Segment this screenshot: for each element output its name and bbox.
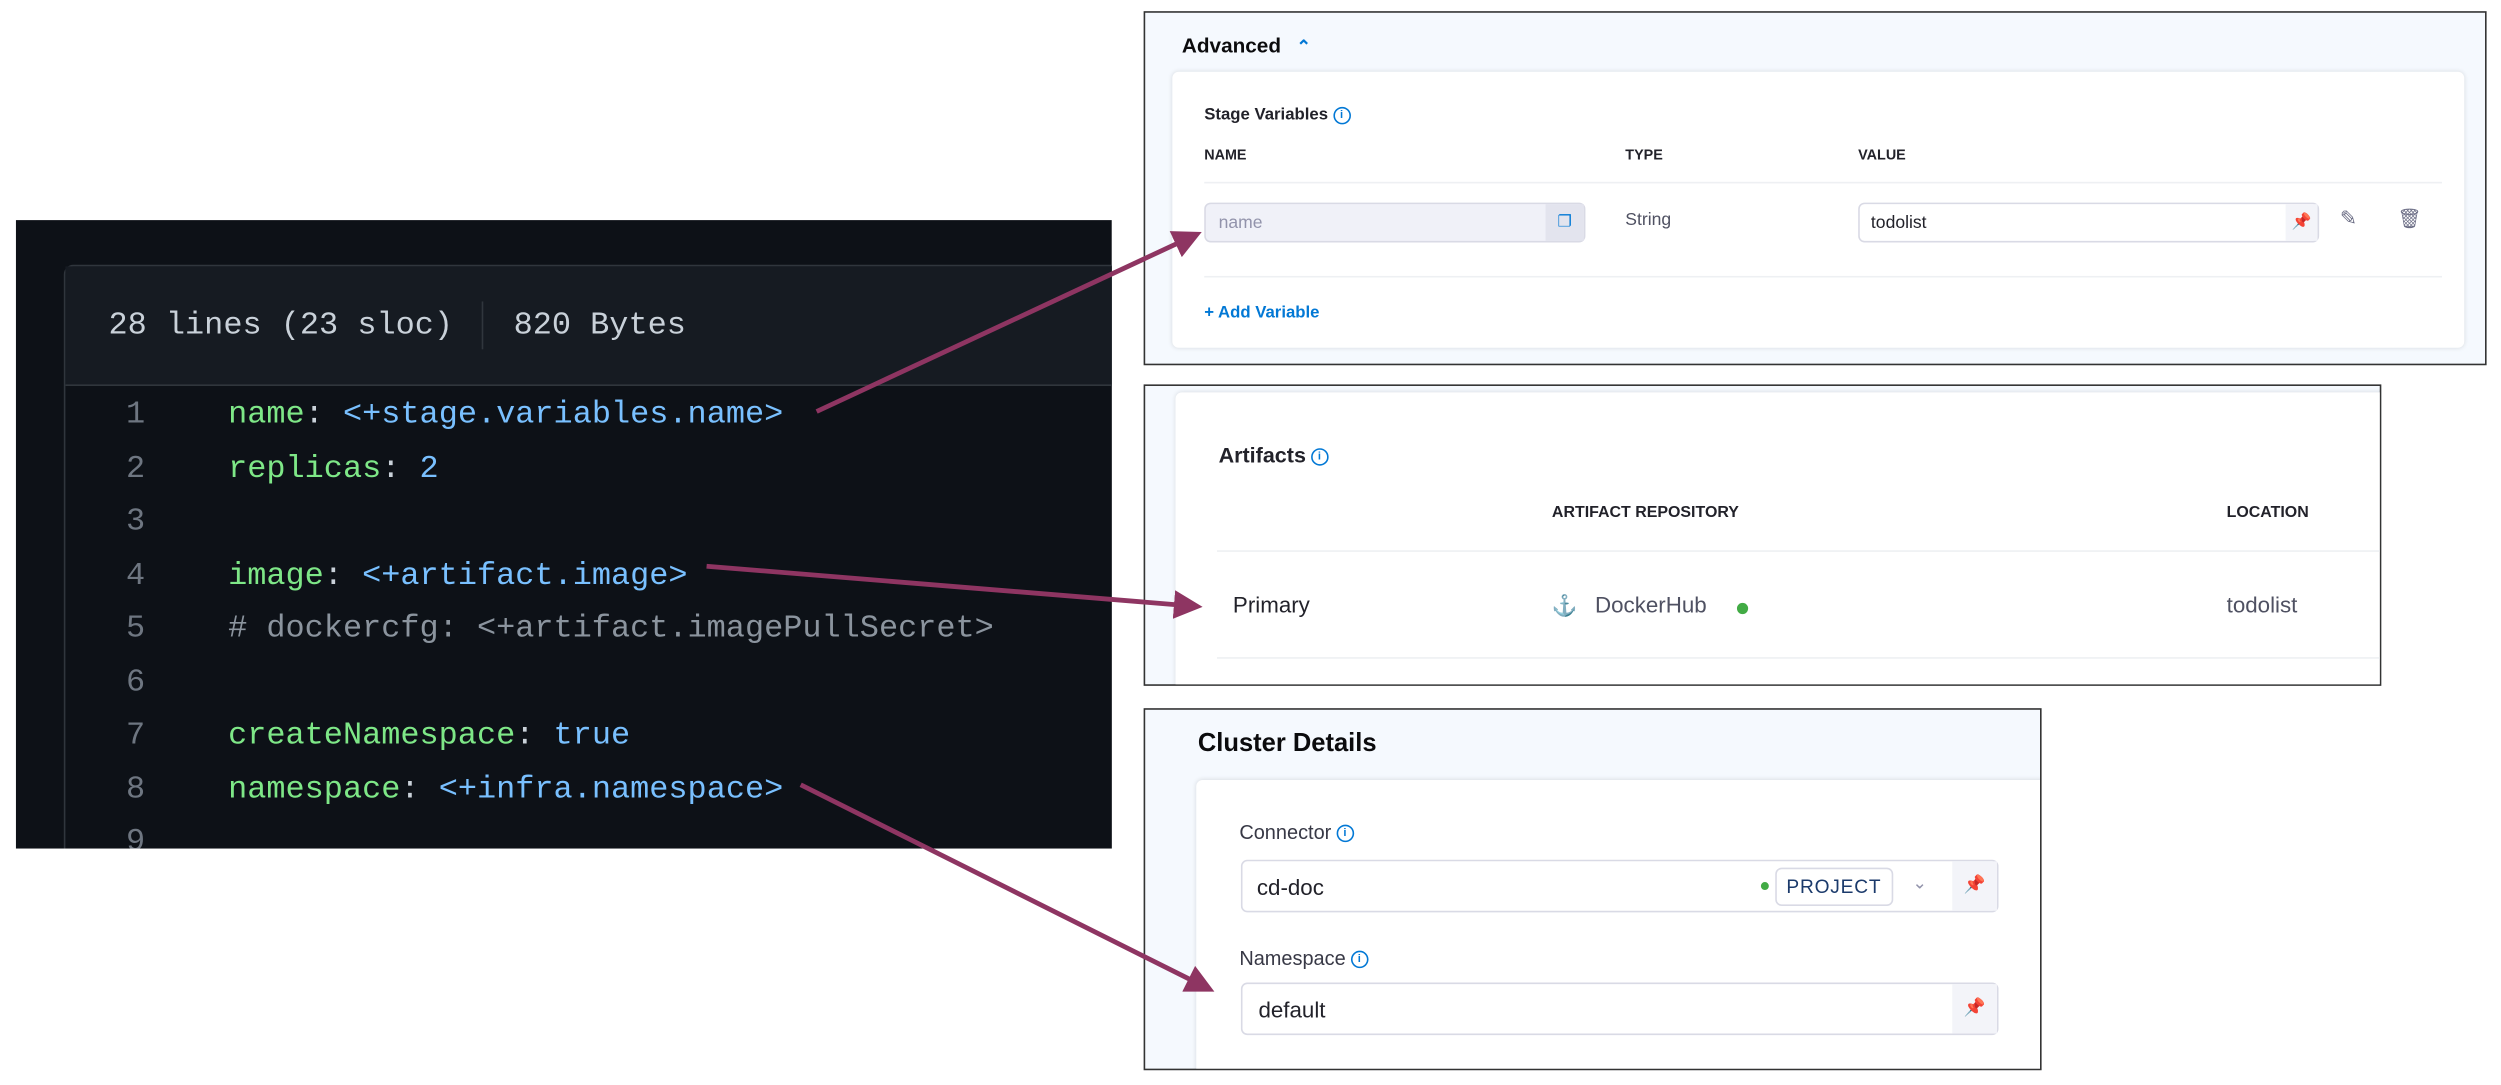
line-number: 2 bbox=[125, 450, 146, 488]
line-number: 4 bbox=[125, 557, 146, 595]
artifact-repository: DockerHub bbox=[1595, 591, 1707, 618]
line-number: 1 bbox=[125, 397, 146, 434]
code-token-val: <+artifact.image> bbox=[362, 557, 688, 595]
variable-value-input[interactable]: todolist 📌 bbox=[1858, 202, 2320, 243]
docker-icon: ⚓ bbox=[1551, 593, 1578, 618]
info-icon[interactable]: i bbox=[1350, 950, 1369, 969]
code-token-sep: : bbox=[304, 397, 343, 434]
variable-value: todolist bbox=[1870, 213, 1927, 233]
divider bbox=[1216, 550, 2380, 552]
pin-icon[interactable]: 📌 bbox=[2285, 204, 2318, 241]
code-token-key: name bbox=[228, 397, 305, 434]
code-token-val: <+stage.variables.name> bbox=[342, 397, 784, 434]
line-number: 9 bbox=[125, 824, 146, 849]
code-token-sep: : bbox=[515, 717, 554, 755]
info-icon[interactable]: i bbox=[1310, 448, 1329, 466]
column-name: NAME bbox=[1204, 146, 1247, 163]
code-token-key: image bbox=[228, 557, 324, 595]
advanced-title: Advanced bbox=[1181, 33, 1282, 58]
line-number: 7 bbox=[125, 717, 146, 755]
chevron-up-icon: ⌃ bbox=[1296, 38, 1312, 58]
column-type: TYPE bbox=[1625, 146, 1663, 163]
code-token-val: <+infra.namespace> bbox=[438, 771, 784, 808]
pin-icon[interactable]: 📌 bbox=[1952, 861, 1997, 911]
status-dot bbox=[1760, 882, 1769, 891]
name-placeholder: name bbox=[1218, 213, 1263, 233]
column-value: VALUE bbox=[1858, 146, 1906, 163]
divider bbox=[1204, 275, 2442, 278]
line-content: replicas: 2 bbox=[228, 451, 439, 488]
status-dot bbox=[1736, 602, 1749, 615]
column-location: LOCATION bbox=[2226, 504, 2309, 522]
pin-icon[interactable]: 📌 bbox=[1952, 984, 1997, 1034]
chevron-down-icon[interactable]: ⌄ bbox=[1912, 874, 1928, 894]
namespace-input[interactable]: default 📌 bbox=[1240, 982, 1999, 1036]
line-number: 8 bbox=[125, 771, 146, 808]
artifact-location: todolist bbox=[2226, 591, 2298, 618]
code-comment: # dockercfg: <+artifact.imagePullSecret> bbox=[228, 610, 994, 648]
line-number: 3 bbox=[125, 504, 146, 541]
info-icon[interactable]: i bbox=[1332, 106, 1351, 124]
artifacts-title: Artifacts bbox=[1218, 443, 1306, 468]
namespace-label-text: Namespace bbox=[1239, 947, 1346, 970]
line-content: # dockercfg: <+artifact.imagePullSecret> bbox=[228, 611, 994, 648]
code-token-sep: : bbox=[381, 450, 420, 488]
line-content: namespace: <+infra.namespace> bbox=[228, 771, 783, 808]
cluster-details-title: Cluster Details bbox=[1197, 730, 1377, 758]
divider bbox=[1204, 181, 2442, 184]
code-token-val: true bbox=[553, 717, 631, 755]
info-icon[interactable]: i bbox=[1336, 824, 1354, 843]
code-token-sep: : bbox=[400, 771, 439, 808]
add-variable-button[interactable]: + Add Variable bbox=[1204, 303, 1320, 323]
trash-icon[interactable]: 🗑 bbox=[2397, 207, 2422, 230]
arrow-image-to-artifact bbox=[706, 563, 1203, 619]
namespace-value: default bbox=[1258, 996, 1326, 1023]
line-content: image: <+artifact.image> bbox=[228, 557, 687, 594]
line-content: createNamespace: true bbox=[228, 718, 630, 755]
code-token-sep: : bbox=[323, 557, 363, 595]
copy-icon[interactable]: ❐ bbox=[1545, 204, 1584, 241]
header-divider bbox=[481, 301, 484, 350]
stage-variables-label: Stage Variables bbox=[1204, 105, 1329, 125]
connector-value: cd-doc bbox=[1256, 874, 1324, 900]
arrow-name-to-stage-variable bbox=[815, 231, 1202, 414]
connector-label-text: Connector bbox=[1239, 821, 1332, 844]
scope-badge: PROJECT bbox=[1775, 867, 1893, 906]
code-viewer: 28 lines (23 sloc) 820 Bytes 1 name: <+st… bbox=[15, 220, 1112, 849]
line-content: name: <+stage.variables.name> bbox=[228, 397, 783, 434]
column-artifact-repository: ARTIFACT REPOSITORY bbox=[1551, 504, 1739, 522]
divider bbox=[1216, 657, 2380, 659]
artifact-name: Primary bbox=[1232, 591, 1310, 618]
arrow-namespace-to-cluster bbox=[799, 782, 1215, 992]
code-file-card: 28 lines (23 sloc) 820 Bytes 1 name: <+st… bbox=[63, 264, 1112, 849]
code-token-key: createNamespace bbox=[228, 717, 516, 755]
file-header: 28 lines (23 sloc) 820 Bytes bbox=[65, 266, 1112, 386]
edit-pencil-icon[interactable]: ✎ bbox=[2339, 205, 2358, 230]
line-number: 5 bbox=[125, 610, 146, 648]
variable-name-input[interactable]: name ❐ bbox=[1204, 202, 1586, 243]
code-token-val: 2 bbox=[419, 450, 439, 488]
advanced-toggle[interactable]: Advanced ⌃ bbox=[1182, 33, 1311, 57]
code-token-key: replicas bbox=[228, 450, 382, 488]
code-token-key: namespace bbox=[228, 771, 401, 808]
variable-type: String bbox=[1625, 210, 1672, 230]
connector-select[interactable]: cd-doc PROJECT ⌄ 📌 bbox=[1240, 859, 1999, 913]
line-number: 6 bbox=[125, 664, 146, 702]
file-line-count: 28 lines (23 sloc) bbox=[108, 307, 454, 345]
file-size: 820 Bytes bbox=[513, 307, 686, 345]
